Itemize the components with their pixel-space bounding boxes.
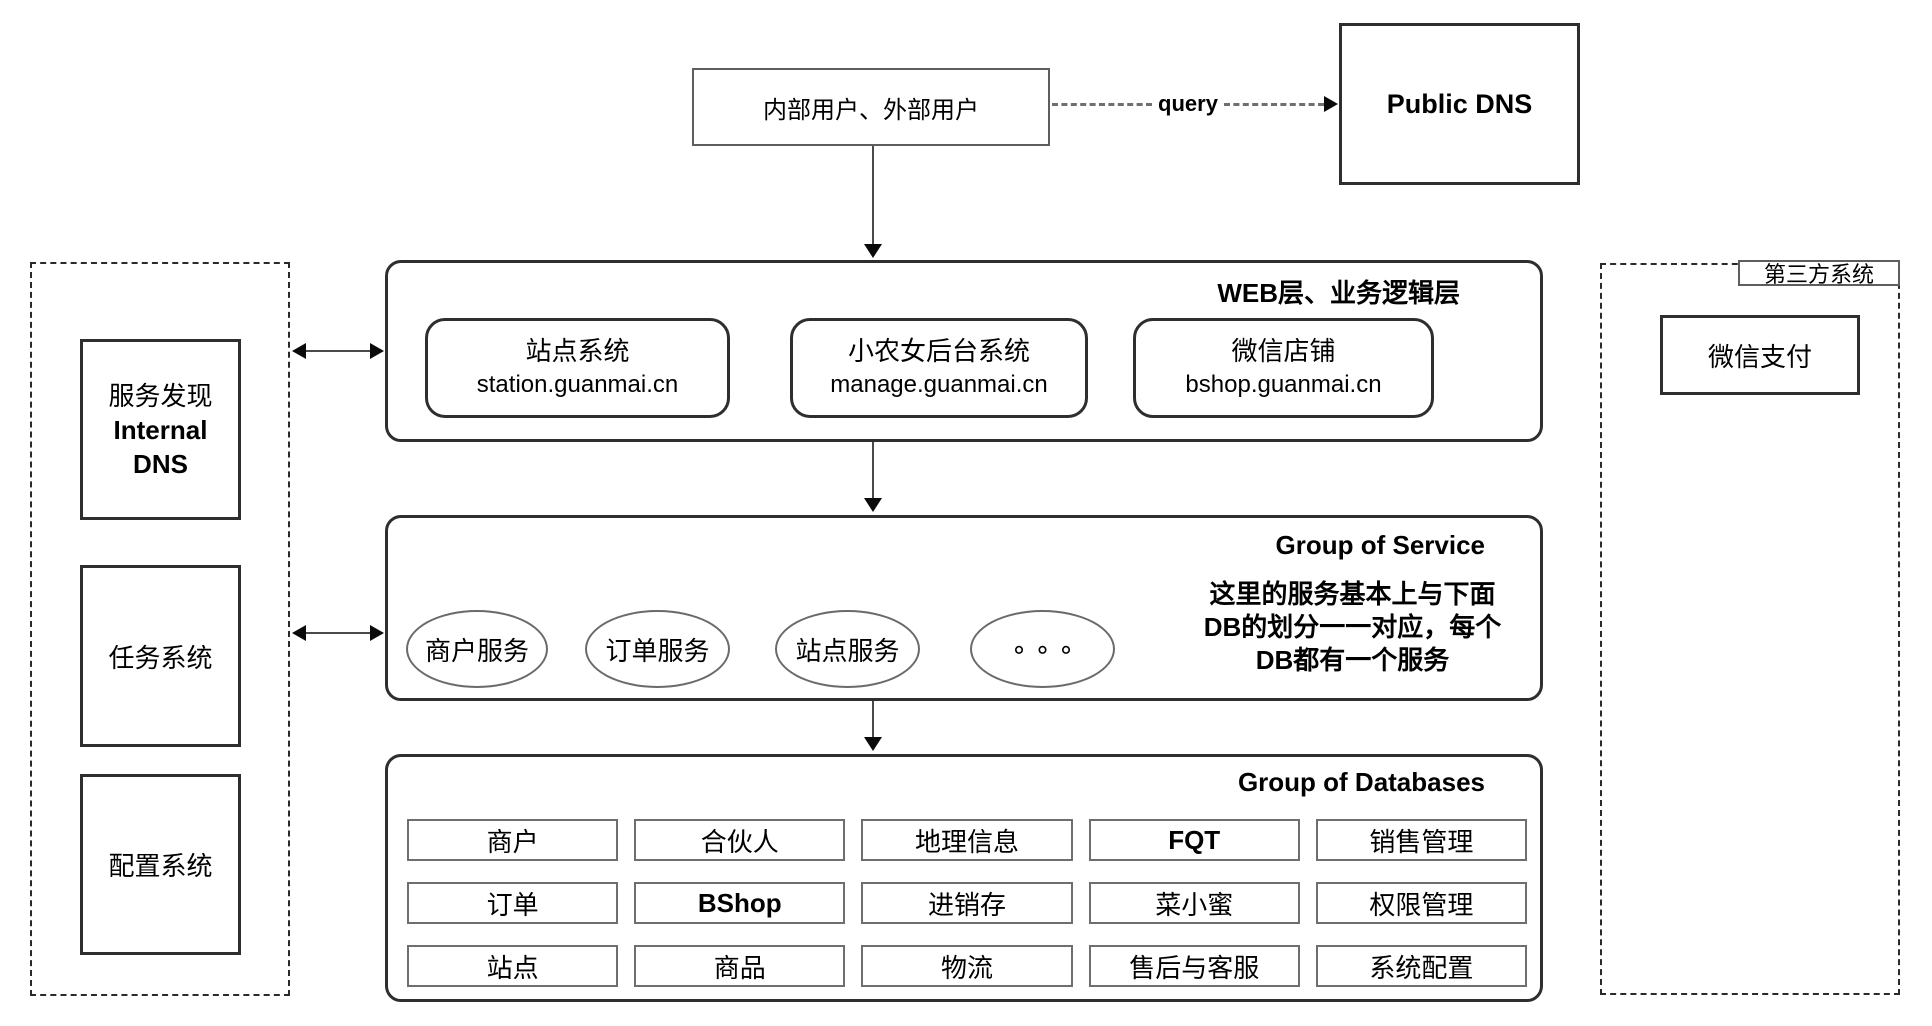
service-layer-container: Group of Service 这里的服务基本上与下面 DB的划分一一对应，每… [385, 515, 1543, 701]
arrow-left-icon [292, 343, 306, 359]
station-system-name: 站点系统 [525, 336, 630, 366]
service-discovery-label-cn: 服务发现 [108, 380, 213, 411]
manage-system-domain: manage.guanmai.cn [830, 371, 1048, 398]
more-services-ellipse: ∘ ∘ ∘ [970, 610, 1115, 688]
arrow-right-icon [1324, 96, 1339, 112]
order-service-label: 订单服务 [605, 635, 710, 666]
arrow-down-icon [864, 737, 882, 751]
left-web-double-arrow [292, 343, 384, 359]
db-cell: 订单 [407, 882, 619, 924]
db-cell: 权限管理 [1315, 882, 1527, 924]
order-service-ellipse: 订单服务 [585, 610, 730, 688]
station-system-domain: station.guanmai.cn [476, 371, 679, 398]
arrow-line [872, 442, 874, 498]
arrow-line [306, 632, 370, 634]
station-service-label: 站点服务 [795, 635, 900, 666]
db-cell: 商户 [407, 819, 619, 861]
arrow-down-icon [864, 498, 882, 512]
manage-system-name: 小农女后台系统 [847, 336, 1030, 366]
merchant-service-label: 商户服务 [424, 635, 529, 666]
service-note-line: DB都有一个服务 [1255, 645, 1450, 675]
db-cell: 系统配置 [1315, 945, 1527, 987]
wechat-pay-box: 微信支付 [1660, 315, 1860, 395]
db-cell: 合伙人 [634, 819, 846, 861]
db-cell: 商品 [634, 945, 846, 987]
db-cell: 进销存 [861, 882, 1073, 924]
arrow-down-icon [864, 244, 882, 258]
third-party-panel: 第三方系统 微信支付 [1600, 260, 1900, 995]
merchant-service-ellipse: 商户服务 [406, 610, 548, 688]
db-layer-container: Group of Databases 商户 合伙人 地理信息 FQT 销售管理 … [385, 754, 1543, 1002]
task-system-box: 任务系统 [80, 565, 241, 747]
web-layer-container: WEB层、业务逻辑层 站点系统 station.guanmai.cn 小农女后台… [385, 260, 1543, 442]
web-layer-title: WEB层、业务逻辑层 [1217, 278, 1460, 308]
left-service-double-arrow [292, 625, 384, 641]
public-dns-box: Public DNS [1339, 23, 1580, 185]
db-cell: 站点 [407, 945, 619, 987]
more-services-label: ∘ ∘ ∘ [1010, 633, 1075, 664]
db-grid: 商户 合伙人 地理信息 FQT 销售管理 订单 BShop 进销存 菜小蜜 权限… [407, 819, 1527, 987]
arrow-line [872, 146, 874, 244]
db-cell: 物流 [861, 945, 1073, 987]
users-box: 内部用户、外部用户 [692, 68, 1050, 146]
arrow-line [872, 701, 874, 737]
service-note-line: 这里的服务基本上与下面 [1209, 579, 1496, 609]
wechat-pay-label: 微信支付 [1707, 341, 1812, 372]
task-system-label: 任务系统 [108, 642, 213, 673]
query-arrow: query [1052, 91, 1339, 116]
dashed-line [1052, 102, 1153, 106]
internal-systems-panel: 服务发现 Internal DNS 任务系统 配置系统 [30, 262, 290, 996]
db-layer-title: Group of Databases [1237, 767, 1485, 797]
arrow-right-icon [370, 343, 384, 359]
dashed-line [1223, 102, 1325, 106]
config-system-label: 配置系统 [108, 851, 213, 881]
service-discovery-box: 服务发现 Internal DNS [80, 339, 241, 520]
service-note: 这里的服务基本上与下面 DB的划分一一对应，每个 DB都有一个服务 [1180, 578, 1525, 677]
arrow-right-icon [370, 625, 384, 641]
db-cell: 销售管理 [1315, 819, 1527, 861]
service-note-line: DB的划分一一对应，每个 [1203, 612, 1502, 642]
db-cell: 菜小蜜 [1088, 882, 1300, 924]
db-cell: BShop [634, 882, 846, 924]
bshop-system-name: 微信店铺 [1231, 336, 1336, 366]
service-discovery-label-en: Internal DNS [113, 414, 208, 479]
arrow-line [306, 350, 370, 352]
arrow-left-icon [292, 625, 306, 641]
station-service-ellipse: 站点服务 [775, 610, 920, 688]
query-label: query [1158, 91, 1218, 116]
db-cell: FQT [1088, 819, 1300, 861]
station-system-box: 站点系统 station.guanmai.cn [425, 318, 730, 418]
db-cell: 售后与客服 [1088, 945, 1300, 987]
third-party-panel-label-box: 第三方系统 [1738, 260, 1900, 287]
service-layer-title: Group of Service [1275, 530, 1486, 560]
config-system-box: 配置系统 [80, 774, 241, 955]
manage-system-box: 小农女后台系统 manage.guanmai.cn [790, 318, 1088, 418]
public-dns-label: Public DNS [1386, 88, 1533, 119]
bshop-system-box: 微信店铺 bshop.guanmai.cn [1133, 318, 1434, 418]
third-party-panel-label: 第三方系统 [1763, 262, 1874, 287]
bshop-system-domain: bshop.guanmai.cn [1185, 371, 1382, 398]
users-box-label: 内部用户、外部用户 [763, 96, 979, 124]
db-cell: 地理信息 [861, 819, 1073, 861]
